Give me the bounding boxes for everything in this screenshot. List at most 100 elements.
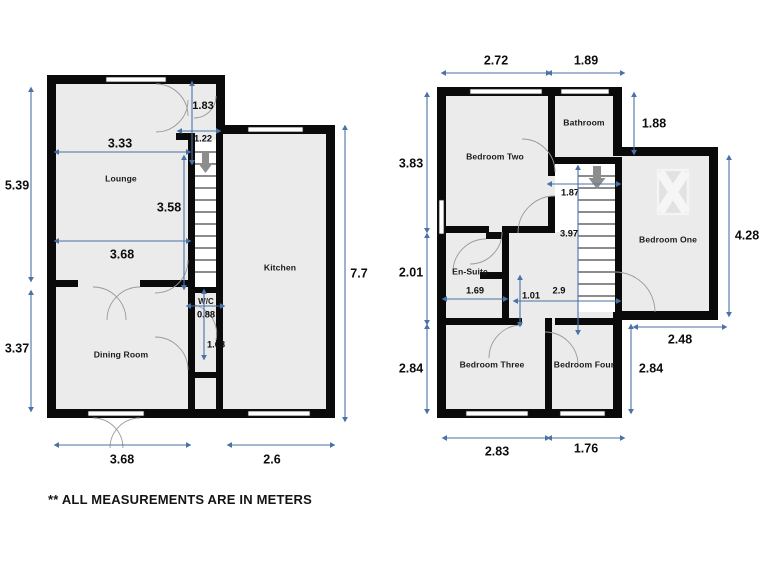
room-label-en-suite: En-Suite bbox=[452, 266, 488, 276]
dimension-value: 1.88 bbox=[642, 116, 666, 130]
room-label-bedroom-one: Bedroom One bbox=[639, 234, 697, 244]
dimension-value: 7.7 bbox=[350, 266, 367, 280]
dimension-gf-right-77: 7.7 bbox=[342, 124, 368, 423]
dimension-gf-left-539: 5.39 bbox=[5, 86, 34, 283]
dimension-value: 1.69 bbox=[466, 285, 484, 295]
dimension-value: 3.33 bbox=[108, 136, 132, 150]
dimension-value: 1.87 bbox=[561, 187, 579, 197]
dimension-value: 1.22 bbox=[194, 133, 212, 143]
dimension-value: 0.88 bbox=[197, 309, 215, 319]
lounge-door-arc bbox=[155, 83, 189, 117]
dimension-ff-ensuite-169: 1.69 bbox=[441, 285, 509, 302]
dimension-ff-bot-283: 2.83 bbox=[441, 435, 551, 458]
room-label-bedroom-three: Bedroom Three bbox=[460, 359, 525, 369]
dimension-ff-left-201: 2.01 bbox=[399, 232, 430, 326]
dimension-value: 3.68 bbox=[110, 247, 134, 261]
dimension-value: 3.37 bbox=[5, 341, 29, 355]
ground-floor-doors bbox=[92, 83, 218, 449]
kitchen-window-top bbox=[247, 126, 304, 133]
first-floor-staircase bbox=[578, 164, 615, 312]
bathroom-window bbox=[560, 88, 610, 95]
dimension-gf-bot-368: 3.68 bbox=[53, 442, 192, 466]
stairs-direction-arrow bbox=[198, 151, 213, 173]
dimension-gf-bot-26: 2.6 bbox=[226, 442, 336, 466]
lounge-hall-door-arc bbox=[155, 99, 189, 133]
understairs-door-arc bbox=[193, 95, 217, 119]
dimension-value: 3.83 bbox=[399, 156, 423, 170]
room-label-lounge: Lounge bbox=[105, 173, 137, 183]
ground-floor-plan: Lounge Kitchen Dining Room W/C 5.39 3.37… bbox=[5, 75, 368, 466]
en-suite-door-arc bbox=[452, 238, 487, 273]
bedroom-three-floor bbox=[437, 325, 550, 418]
dimension-ff-top-272: 2.72 bbox=[440, 53, 552, 76]
dimension-ff-land-187: 1.87 bbox=[546, 181, 622, 197]
dimension-value: 4.28 bbox=[735, 228, 759, 242]
room-label-dining-room: Dining Room bbox=[94, 349, 149, 359]
room-label-kitchen: Kitchen bbox=[264, 262, 296, 272]
bathroom-floor bbox=[550, 87, 622, 159]
dimension-value: 2.48 bbox=[668, 332, 692, 346]
kitchen-window-bottom bbox=[247, 410, 311, 417]
first-floor-doors bbox=[452, 138, 656, 366]
lounge-dining-door-right bbox=[106, 286, 141, 321]
bedroom-one-door-arc bbox=[614, 271, 656, 313]
bedroom-four-floor bbox=[550, 325, 622, 418]
ground-floor-dimensions: 5.39 3.37 7.7 3.33 3.68 bbox=[5, 80, 368, 466]
bathroom-door-arc bbox=[521, 138, 556, 173]
dimension-value: 2.83 bbox=[485, 444, 509, 458]
dimension-value: 2.9 bbox=[553, 285, 566, 295]
room-label-bedroom-four: Bedroom Four bbox=[554, 359, 615, 369]
bedroom-four-door-arc bbox=[544, 331, 579, 366]
dimension-ff-left-284: 2.84 bbox=[399, 323, 430, 415]
dimension-gf-wc-168: 1.68 bbox=[201, 288, 225, 361]
ground-floor-staircase bbox=[195, 140, 216, 287]
dimension-value: 1.89 bbox=[574, 53, 598, 67]
dimension-gf-hall-183: 1.83 bbox=[189, 80, 214, 166]
dimension-value: 5.39 bbox=[5, 178, 29, 192]
kitchen-floor bbox=[225, 125, 335, 418]
ground-floor-windows bbox=[87, 76, 311, 417]
dimension-ff-right-248: 2.48 bbox=[632, 324, 728, 346]
dimension-gf-lounge-368: 3.68 bbox=[53, 238, 192, 261]
dimension-ff-right-428: 4.28 bbox=[726, 154, 759, 318]
dimension-ff-land-29: 2.9 bbox=[512, 285, 622, 304]
first-floor-windows bbox=[438, 88, 610, 417]
dining-rear-door-arc bbox=[154, 336, 189, 371]
bedroom-three-door-arc bbox=[488, 324, 523, 359]
room-label-bedroom-two: Bedroom Two bbox=[466, 151, 524, 161]
dimension-ff-bath-188: 1.88 bbox=[631, 91, 666, 156]
bedroom-two-window bbox=[469, 88, 543, 95]
dimension-ff-right-284: 2.84 bbox=[628, 323, 663, 415]
dimension-value: 3.58 bbox=[157, 200, 181, 214]
dimension-ff-top-189: 1.89 bbox=[546, 53, 626, 76]
dimension-value: 3.68 bbox=[110, 452, 134, 466]
dining-room-door-opening bbox=[87, 410, 145, 417]
dimension-value: 1.76 bbox=[574, 441, 598, 455]
dimension-ff-left-383: 3.83 bbox=[399, 91, 430, 234]
en-suite-inner-door-arc bbox=[469, 231, 503, 265]
dimension-value: 1.68 bbox=[207, 339, 225, 349]
room-label-wc: W/C bbox=[198, 297, 214, 306]
lounge-window bbox=[105, 76, 167, 83]
measurements-footnote: ** ALL MEASUREMENTS ARE IN METERS bbox=[48, 492, 312, 507]
dimension-gf-lounge-358: 3.58 bbox=[157, 154, 187, 291]
bedroom-three-window bbox=[465, 410, 529, 417]
dimension-value: 1.83 bbox=[192, 100, 213, 112]
bedroom-four-window bbox=[559, 410, 606, 417]
en-suite-window bbox=[438, 199, 445, 235]
dimension-gf-hall-122: 1.22 bbox=[176, 128, 222, 143]
first-floor-plan: Bedroom Two Bathroom Bedroom One En-Suit… bbox=[399, 53, 759, 458]
dining-hall-door-arc bbox=[154, 259, 189, 294]
dimension-value: 2.84 bbox=[399, 361, 423, 375]
dimension-value: 3.97 bbox=[560, 228, 578, 238]
dimension-value: 2.6 bbox=[263, 452, 280, 466]
lounge-floor bbox=[47, 75, 195, 280]
bedroom-two-door-arc bbox=[517, 195, 556, 234]
dimension-gf-left-337: 3.37 bbox=[5, 289, 34, 413]
first-floor-dimensions: 2.72 1.89 3.83 2.01 2.84 bbox=[399, 53, 759, 458]
dimension-value: 2.84 bbox=[639, 361, 663, 375]
dimension-gf-lounge-333: 3.33 bbox=[53, 136, 192, 155]
dimension-value: 2.72 bbox=[484, 53, 508, 67]
dimension-value: 2.01 bbox=[399, 265, 423, 279]
